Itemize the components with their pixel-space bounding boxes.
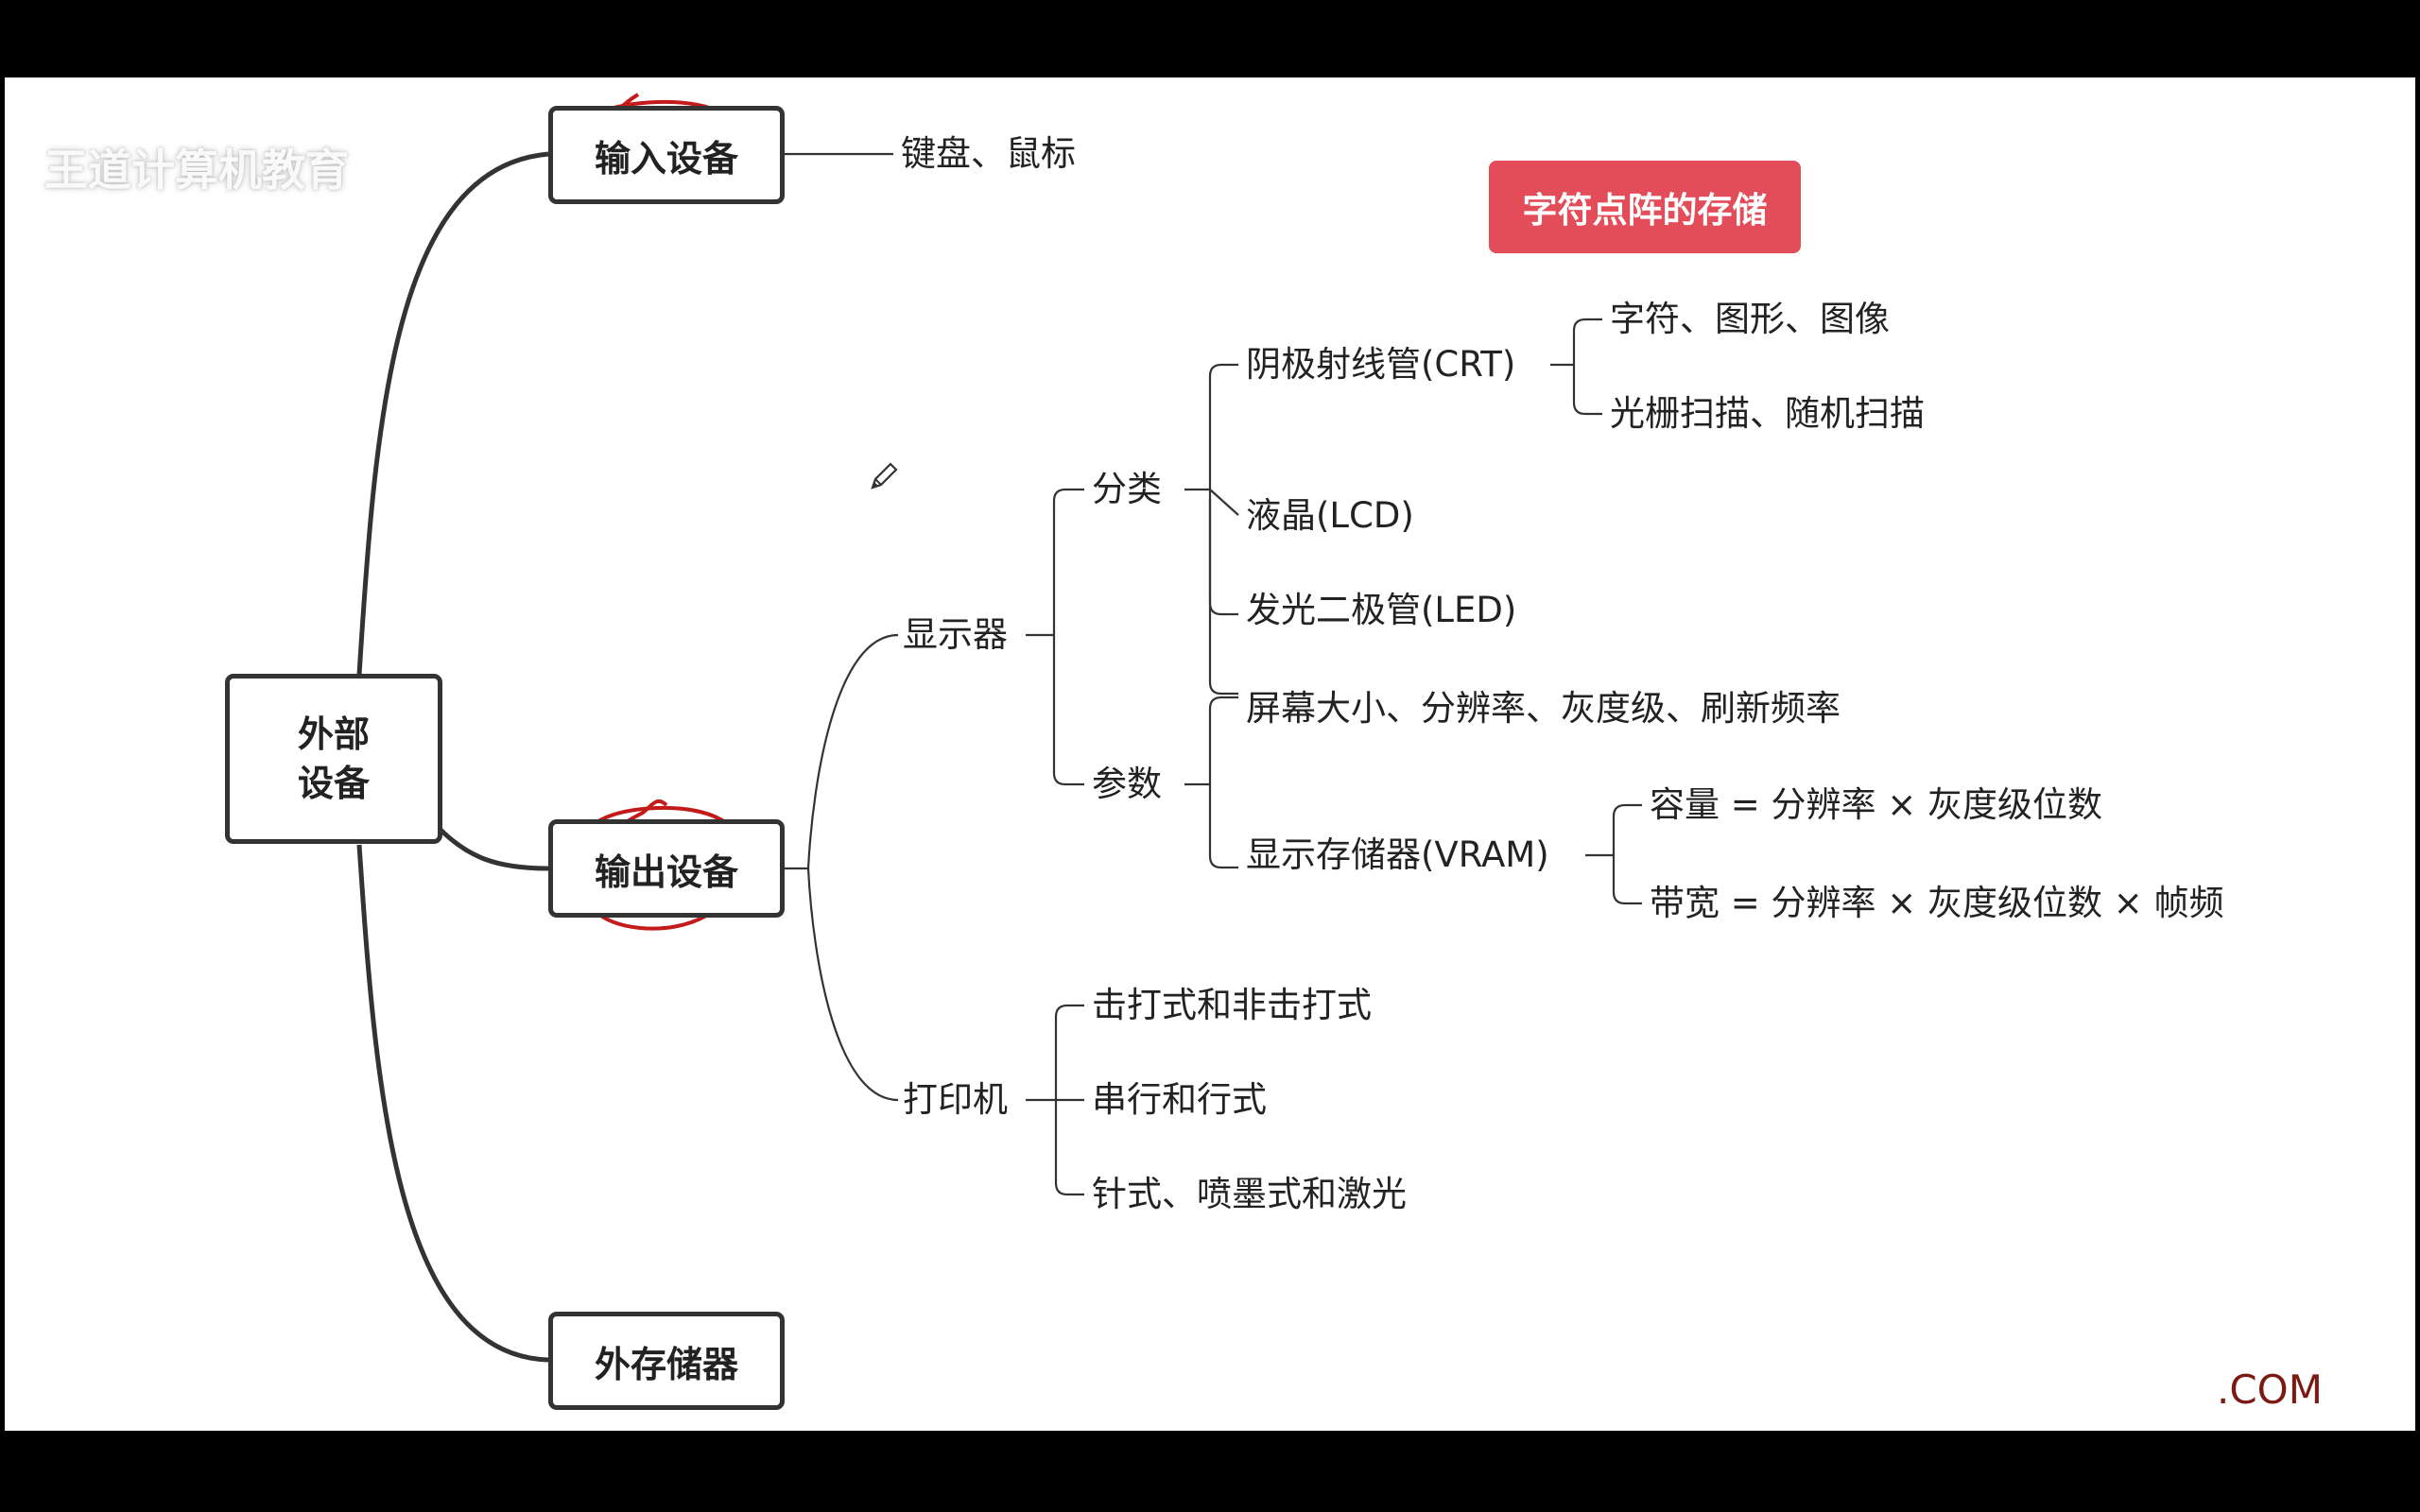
node-lcd: 液晶(LCD): [1246, 495, 1414, 536]
edge-output-display: [782, 633, 899, 870]
leaf-params-list: 屏幕大小、分辨率、灰度级、刷新频率: [1246, 688, 1841, 729]
edge-root-input: [356, 151, 549, 676]
root-label-line2: 设备: [297, 763, 370, 804]
annotation-circles: [578, 93, 748, 931]
edge-output-printer: [806, 868, 899, 1102]
leaf-printer-types: 针式、喷墨式和激光: [1092, 1174, 1407, 1214]
edge-display-params: [1052, 635, 1084, 786]
annotation-circle-output: [579, 799, 748, 931]
leaf-printer-serial: 串行和行式: [1092, 1079, 1267, 1120]
node-vram: 显示存储器(VRAM): [1246, 834, 1549, 875]
node-printer: 打印机: [903, 1079, 1008, 1120]
leaf-crt-content: 字符、图形、图像: [1610, 299, 1890, 339]
corner-text: .COM: [2217, 1366, 2323, 1413]
mindmap-canvas: 王道计算机教育 外部 设备 输入设备 输出设备 外存储器 键盘、鼠标 字符点阵的…: [5, 77, 2415, 1431]
leaf-vram-bandwidth: 带宽 = 分辨率 × 灰度级位数 × 帧频: [1650, 883, 2224, 923]
node-output-device: 输出设备: [548, 819, 785, 918]
node-external-storage: 外存储器: [548, 1312, 785, 1410]
leaf-vram-capacity: 容量 = 分辨率 × 灰度级位数: [1650, 784, 2103, 825]
node-input-device: 输入设备: [548, 106, 785, 204]
node-crt: 阴极射线管(CRT): [1246, 344, 1516, 385]
leaf-crt-scan: 光栅扫描、随机扫描: [1610, 393, 1925, 434]
pencil-icon[interactable]: [867, 459, 901, 493]
edge-root-storage: [356, 844, 549, 1363]
node-led: 发光二极管(LED): [1246, 590, 1517, 630]
node-parameters: 参数: [1092, 764, 1162, 804]
edge-root-output: [438, 827, 549, 871]
leaf-input-devices: 键盘、鼠标: [901, 133, 1076, 174]
root-label-line1: 外部: [297, 713, 370, 755]
highlight-tag: 字符点阵的存储: [1489, 161, 1801, 253]
node-classification: 分类: [1092, 469, 1162, 509]
leaf-printer-impact: 击打式和非击打式: [1092, 985, 1372, 1025]
edge-display-class: [1052, 488, 1084, 635]
watermark-text: 王道计算机教育: [44, 145, 349, 196]
node-display: 显示器: [903, 614, 1008, 655]
root-node: 外部 设备: [225, 674, 442, 844]
